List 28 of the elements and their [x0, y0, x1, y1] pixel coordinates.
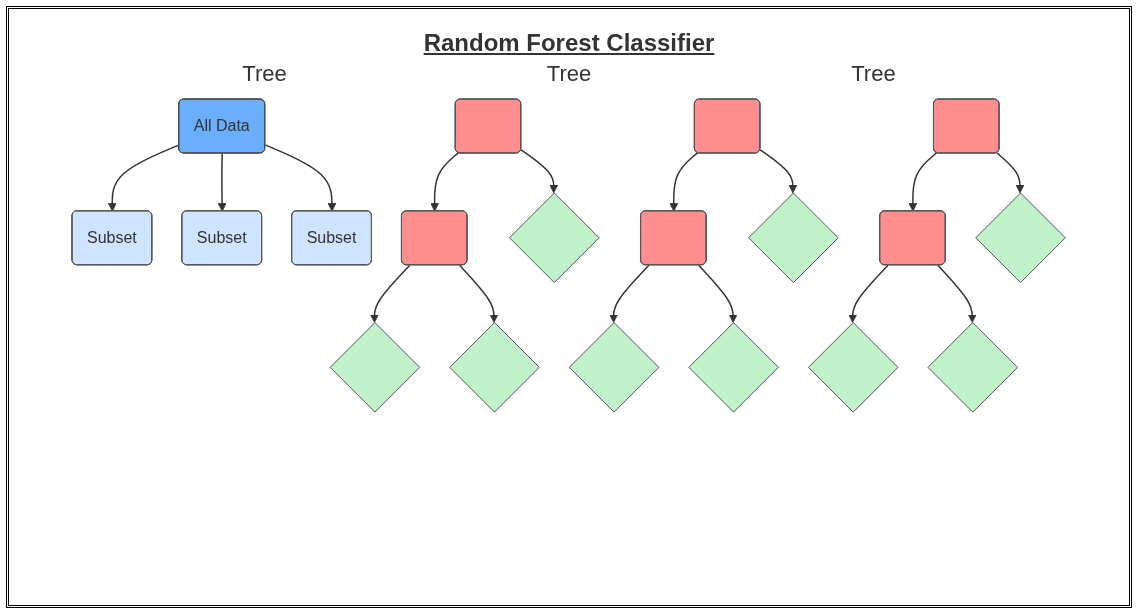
node-diamond — [509, 192, 600, 284]
tree-label: Tree — [851, 61, 896, 87]
node-diamond — [688, 322, 780, 413]
arrow — [520, 149, 559, 194]
diagram-title: Random Forest Classifier — [423, 29, 715, 57]
arrow — [759, 149, 798, 194]
arrow — [848, 264, 890, 323]
arrow — [698, 264, 738, 323]
node-diamond — [808, 322, 899, 413]
arrow — [218, 152, 227, 212]
arrow — [108, 144, 181, 212]
arrow — [459, 264, 499, 323]
arrow — [609, 264, 650, 323]
node-diamond — [330, 322, 421, 413]
tree-label: Tree — [546, 61, 592, 87]
arrow — [430, 152, 460, 212]
node-diamond — [927, 322, 1019, 413]
arrow — [264, 144, 337, 212]
node-diamond — [748, 192, 840, 284]
node-diamond — [569, 322, 660, 413]
arrow — [937, 264, 977, 323]
arrow — [908, 152, 938, 212]
node-diamond — [449, 322, 541, 413]
arrow — [996, 152, 1025, 194]
tree-label: Tree — [242, 61, 287, 87]
arrow — [370, 264, 411, 323]
node-diamond — [975, 192, 1067, 284]
arrow — [669, 152, 699, 212]
